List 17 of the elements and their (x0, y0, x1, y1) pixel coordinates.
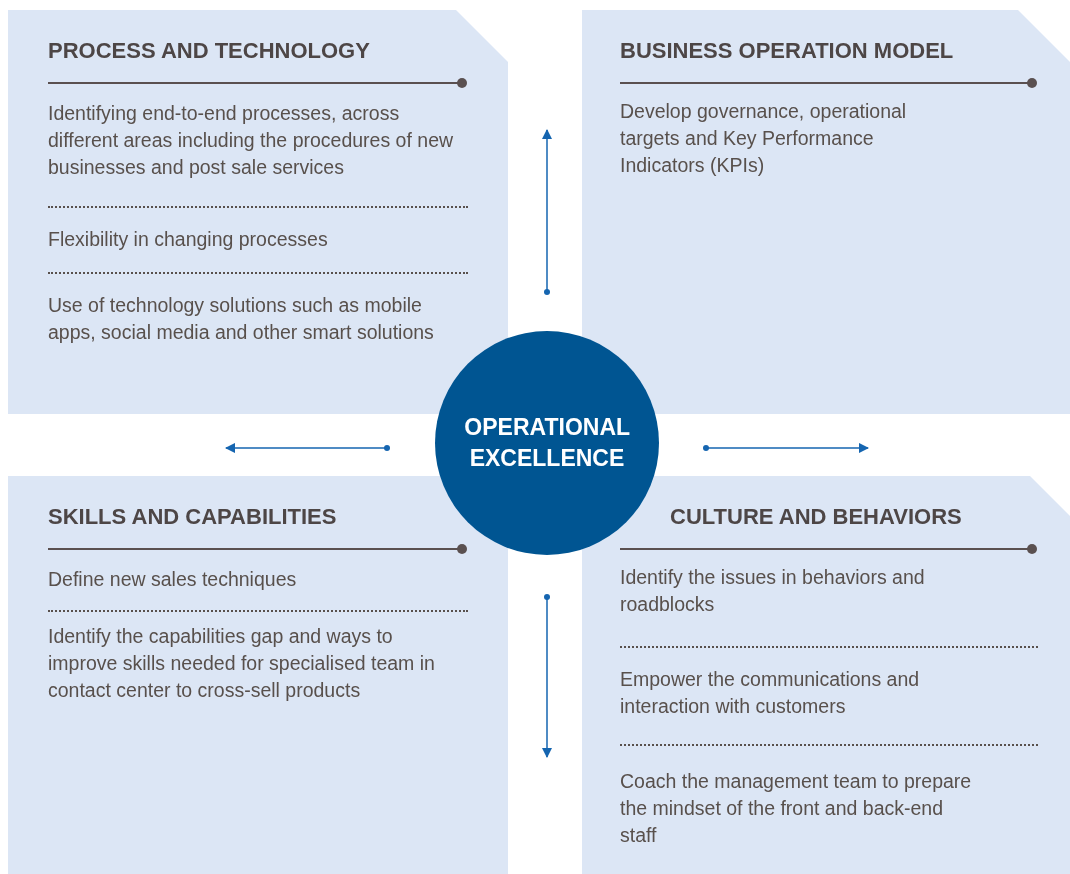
panel-text: Flexibility in changing processes (48, 227, 329, 252)
panel-text: Identify the issues in behaviors and roadblocks (620, 565, 926, 617)
panel-text: Develop governance, operational targets and Key Performance Indicators (KPIs) (620, 99, 908, 178)
panel-heading: BUSINESS OPERATION MODEL (620, 38, 954, 64)
quadrant-panel (582, 476, 1070, 874)
quadrant-panel (8, 476, 508, 874)
quadrant-panel (582, 10, 1070, 414)
panel-heading: SKILLS AND CAPABILITIES (48, 504, 337, 530)
panel-text: Empower the communications and interaction with customers (620, 667, 921, 719)
panel-text: Define new sales techniques (48, 567, 298, 592)
panel-text: Identifying end-to-end processes, across different areas including the procedures of new businesses and post sale services (48, 101, 455, 180)
panel-text: Coach the management team to prepare the mindset of the front and back-end staff (620, 769, 973, 848)
panel-heading: CULTURE AND BEHAVIORS (670, 504, 962, 530)
quadrant-panel (8, 10, 508, 414)
panel-heading: PROCESS AND TECHNOLOGY (48, 38, 370, 64)
panel-text: Use of technology solutions such as mobile apps, social media and other smart solutions (48, 293, 435, 345)
panel-text: Identify the capabilities gap and ways to improve skills needed for specialised team in contact center to cross-sell products (48, 624, 436, 703)
